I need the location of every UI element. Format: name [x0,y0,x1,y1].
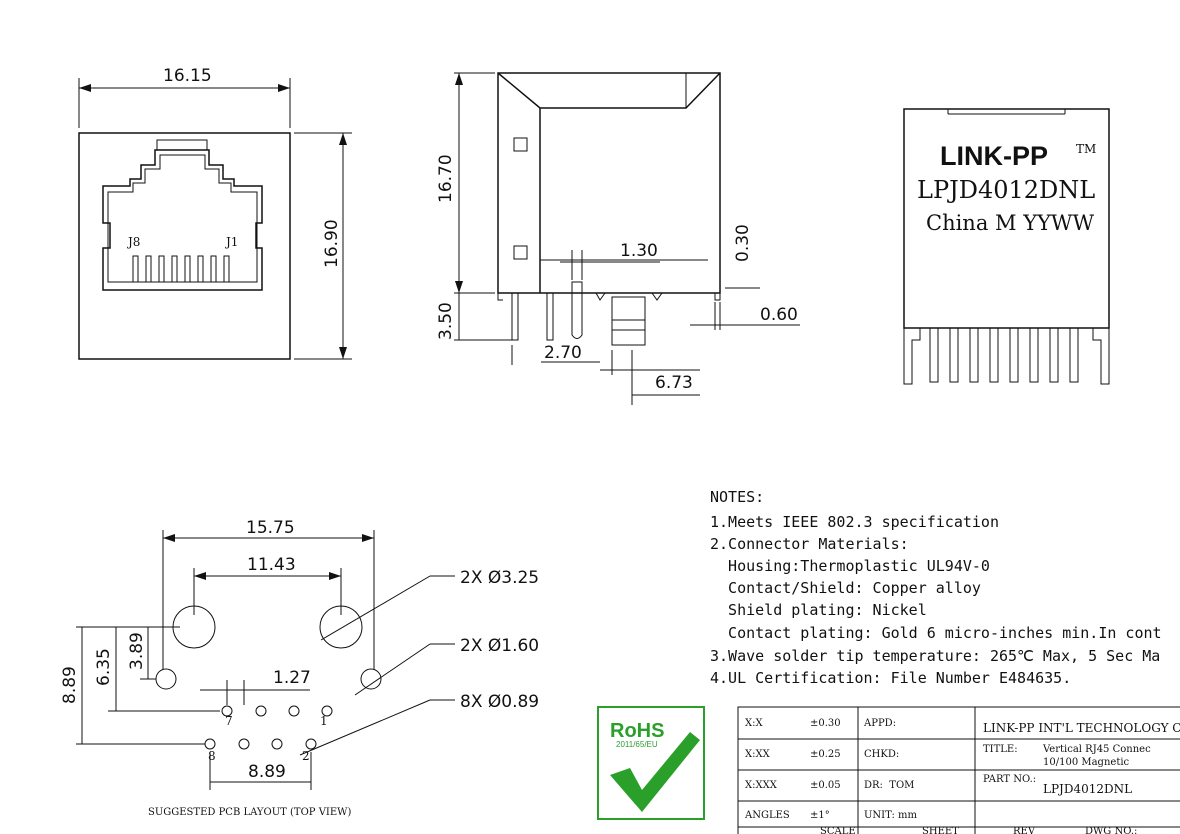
tol-cell: UNIT: mm [864,810,917,821]
dim-post-spacing: 11.43 [247,555,296,575]
tb-rev: REV [1013,826,1036,834]
rohs-logo: RoHS 2011/65/EU [597,706,705,820]
dim-width: 16.15 [163,66,212,86]
tol-cell: APPD: [863,718,896,729]
dim-b: 6.35 [94,648,114,686]
notes: NOTES: 1.Meets IEEE 802.3 specification … [710,488,1162,687]
part-no-label: PART NO.: [983,774,1036,785]
tol-key: X:XX [745,749,771,760]
dim-pin-width: 1.30 [620,241,658,261]
dim-post-off: 6.73 [655,373,693,393]
dim-pitch: 1.27 [273,668,311,688]
pcb-caption: SUGGESTED PCB LAYOUT (TOP VIEW) [148,807,351,818]
brand-label: LINK-PP [940,141,1048,171]
tol-val: ±0.25 [810,749,841,760]
pin-label-j1: J1 [224,235,238,249]
callout-large: 2X Ø3.25 [460,568,539,588]
front-view: J8 J1 16.15 16.90 [78,66,352,360]
callout-small: 8X Ø0.89 [460,692,539,712]
pin-label-j8: J8 [126,235,140,249]
part-no: LPJD4012DNL [1043,782,1132,796]
pins-side [497,281,721,346]
pin-2: 2 [302,749,310,763]
note-line: Shield plating: Nickel [710,601,927,619]
tol-key: X:X [745,718,763,729]
company-name: LINK-PP INT'L TECHNOLOGY C [983,721,1180,735]
tol-val: ±0.30 [810,718,841,729]
note-line: Housing:Thermoplastic UL94V-0 [710,557,990,575]
title-line-2: 10/100 Magnetic [1043,757,1130,768]
trademark: TM [1076,142,1096,156]
dim-pin-thk: 0.60 [760,305,798,325]
pin-8: 8 [208,749,216,763]
dim-height: 16.90 [322,219,342,268]
note-line: 4.UL Certification: File Number E484635. [710,669,1071,687]
title-line-1: Vertical RJ45 Connec [1042,744,1151,755]
callout-mid: 2X Ø1.60 [460,636,539,656]
rj45-contacts [132,255,230,283]
part-label: LPJD4012DNL [917,176,1095,204]
dim-a: 3.89 [127,632,147,670]
label-view: LINK-PP TM LPJD4012DNL China M YYWW [903,108,1110,385]
dim-offset: 0.30 [733,224,753,262]
note-line: 3.Wave solder tip temperature: 265℃ Max,… [710,647,1160,665]
tol-cell: CHKD: [864,749,899,760]
origin-label: China M YYWW [926,211,1095,235]
rohs-title: RoHS [610,720,664,742]
pin-7: 7 [225,714,233,728]
tol-val: ±1° [810,810,830,821]
note-line: 1.Meets IEEE 802.3 specification [710,513,999,531]
tol-cell: DR: TOM [864,780,914,791]
dim-tail: 3.50 [436,302,456,340]
title-label: TITLE: [983,744,1018,755]
dim-left-off: 2.70 [544,343,582,363]
tb-sheet: SHEET [922,826,959,834]
note-line: Contact plating: Gold 6 micro-inches min… [710,624,1162,642]
tb-scale: SCALE [820,826,856,834]
note-line: 2.Connector Materials: [710,535,909,553]
pin-1: 1 [320,714,328,728]
checkmark-icon [610,732,700,812]
notes-heading: NOTES: [710,488,764,506]
pcb-layout: 15.75 11.43 8.89 6.35 3.89 [60,518,539,818]
rohs-sub: 2011/65/EU [616,740,658,749]
side-view: 16.70 3.50 1.30 0.30 0.60 2.70 6.73 [436,72,800,405]
dim-side-height: 16.70 [436,154,456,203]
dim-overall: 15.75 [246,518,295,538]
tol-key: X:XXX [745,780,778,791]
tol-val: ±0.05 [810,780,841,791]
pins-bottom [903,327,1110,385]
tb-dwg: DWG NO.: [1085,826,1137,834]
dim-row: 8.89 [248,762,286,782]
note-line: Contact/Shield: Copper alloy [710,579,981,597]
title-block: X:X ±0.30 APPD: X:XX ±0.25 CHKD: X:XXX ±… [737,706,1180,834]
tol-key: ANGLES [744,810,790,821]
dim-c: 8.89 [60,666,80,704]
